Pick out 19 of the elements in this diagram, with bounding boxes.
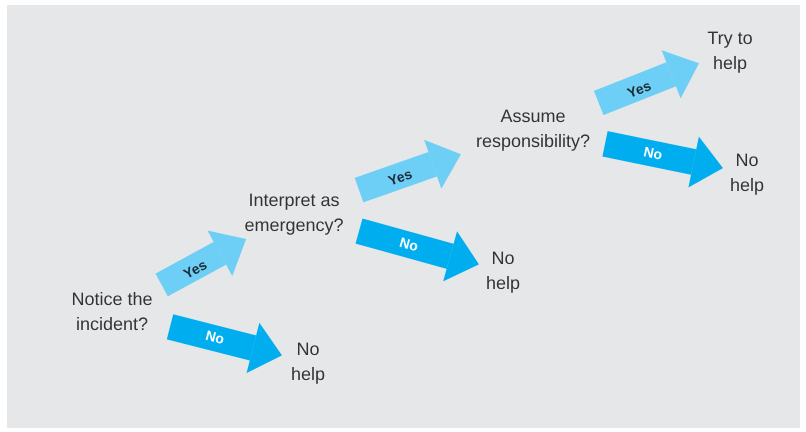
node-text: No help — [728, 149, 766, 197]
node-text: No help — [484, 247, 522, 295]
node-text: Notice the incident? — [70, 288, 154, 336]
node-text: No help — [290, 338, 326, 386]
block-arrow — [354, 140, 461, 202]
block-arrow — [166, 314, 282, 374]
edge-label: Yes — [624, 76, 654, 101]
block-arrow — [594, 50, 699, 116]
block-arrow — [356, 218, 479, 282]
edge-label: No — [397, 233, 420, 254]
edge-label: No — [204, 327, 226, 348]
block-arrow — [155, 230, 246, 296]
edge-label: No — [642, 143, 664, 163]
node-text: Assume responsibility? — [474, 105, 592, 153]
node-text: Interpret as emergency? — [243, 189, 345, 237]
block-arrow — [602, 131, 723, 188]
edge-label: Yes — [180, 256, 210, 282]
edge-label: Yes — [386, 166, 414, 189]
node-text: Try to help — [706, 27, 754, 75]
